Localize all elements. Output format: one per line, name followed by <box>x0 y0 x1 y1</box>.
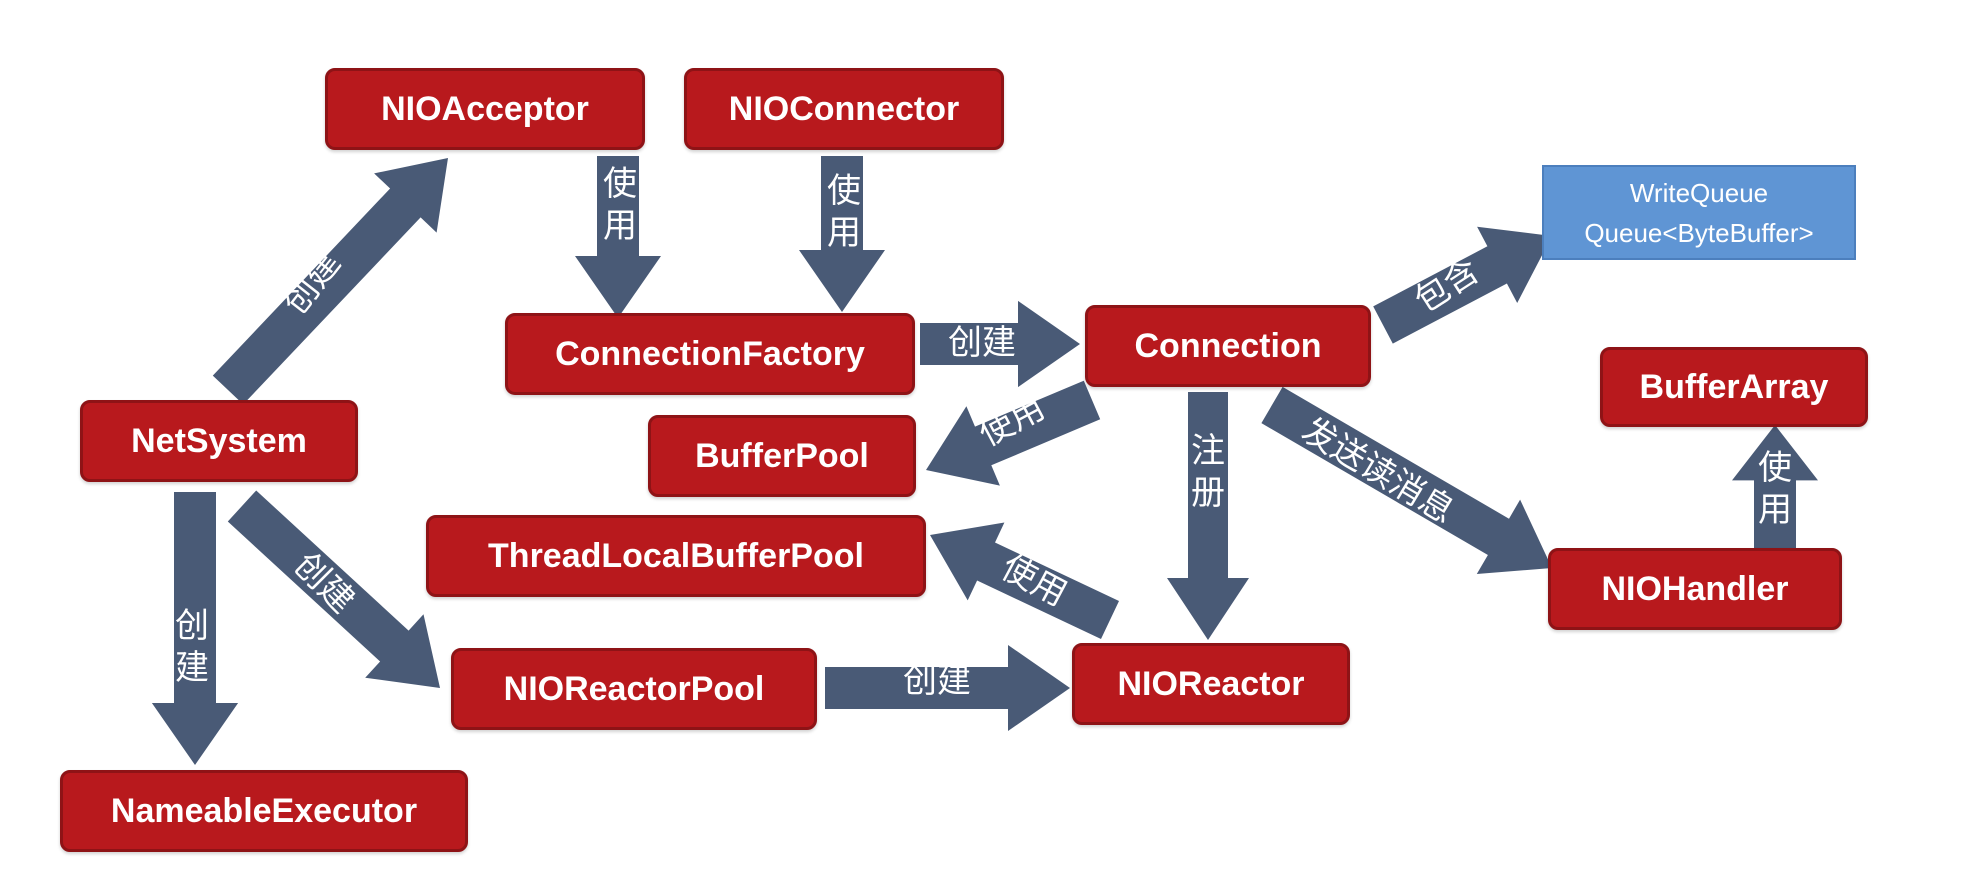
node-nio-connector: NIOConnector <box>684 68 1004 150</box>
node-buffer-pool: BufferPool <box>648 415 916 497</box>
arrow-reactorpool-reactor <box>825 645 1070 731</box>
arrow-connection-bufferpool <box>926 380 1101 486</box>
node-nio-reactor-pool: NIOReactorPool <box>451 648 817 730</box>
node-nio-reactor: NIOReactor <box>1072 643 1350 725</box>
node-nio-handler: NIOHandler <box>1548 548 1842 630</box>
arrow-connection-writequeue <box>1373 226 1552 344</box>
node-connection: Connection <box>1085 305 1371 387</box>
node-nameable-executor: NameableExecutor <box>60 770 468 852</box>
node-buffer-array: BufferArray <box>1600 347 1868 427</box>
node-connection-factory: ConnectionFactory <box>505 313 915 395</box>
arrow-netsystem-reactorpool <box>227 490 440 688</box>
node-thread-local-buffer-pool: ThreadLocalBufferPool <box>426 515 926 597</box>
arrow-reactor-threadlocal <box>930 522 1119 639</box>
arrow-factory-connection <box>920 300 1080 388</box>
arrow-acceptor-factory <box>575 156 661 318</box>
write-queue-title: WriteQueue <box>1629 177 1769 208</box>
arrow-netsystem-executor <box>151 492 239 765</box>
arrow-connector-factory <box>799 156 885 312</box>
arrow-handler-bufferarray <box>1732 425 1818 548</box>
write-queue-type: Queue<ByteBuffer> <box>1584 217 1814 248</box>
arrow-netsystem-acceptor <box>212 158 448 405</box>
node-write-queue: WriteQueue Queue<ByteBuffer> <box>1542 165 1856 260</box>
arrow-connection-reactor <box>1167 392 1249 640</box>
node-nio-acceptor: NIOAcceptor <box>325 68 645 150</box>
arrow-connection-handler <box>1261 386 1552 574</box>
node-net-system: NetSystem <box>80 400 358 482</box>
